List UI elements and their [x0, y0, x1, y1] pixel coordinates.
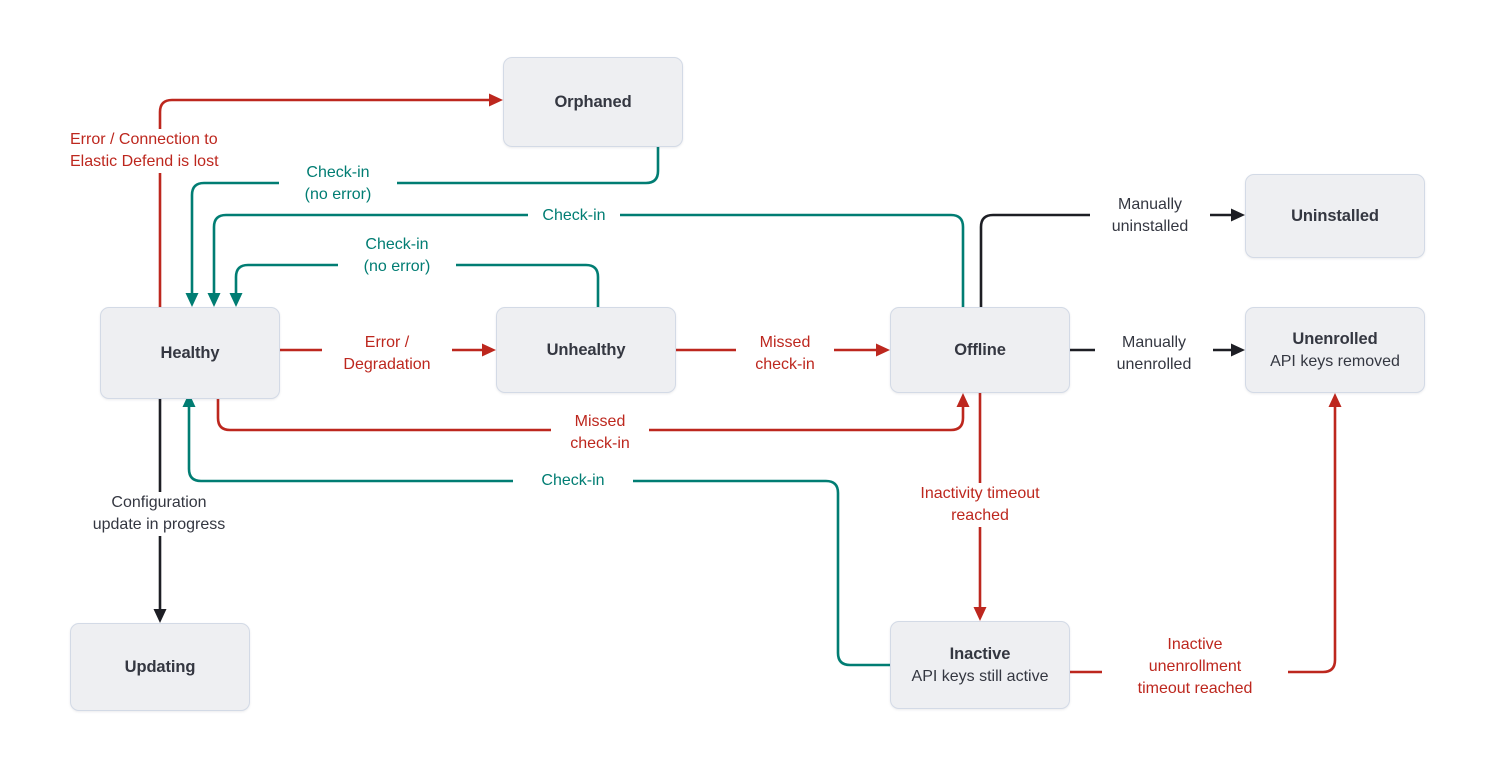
edge-label-line1: Error / Connection to: [70, 131, 218, 148]
node-inactive[interactable]: Inactive API keys still active: [890, 621, 1070, 709]
node-updating-title: Updating: [124, 657, 196, 676]
node-healthy-title: Healthy: [160, 343, 220, 362]
node-orphaned-title: Orphaned: [554, 92, 632, 111]
node-orphaned[interactable]: Orphaned: [503, 57, 683, 147]
edge-label-line2: Elastic Defend is lost: [70, 153, 219, 171]
edge-label-checkin-no-error-top: Check-in (no error): [279, 162, 397, 207]
node-healthy[interactable]: Healthy: [100, 307, 280, 399]
node-inactive-title: Inactive: [949, 644, 1011, 663]
node-inactive-subtitle: API keys still active: [911, 667, 1049, 685]
node-updating[interactable]: Updating: [70, 623, 250, 711]
node-uninstalled-title: Uninstalled: [1291, 206, 1379, 225]
edge-orphaned-to-healthy: [185, 145, 660, 307]
node-unenrolled[interactable]: Unenrolled API keys removed: [1245, 307, 1425, 393]
node-unhealthy-title: Unhealthy: [546, 340, 626, 359]
node-offline[interactable]: Offline: [890, 307, 1070, 393]
edge-label-checkin-no-error-mid: Check-in (no error): [338, 234, 456, 279]
edge-inactive-to-healthy: [182, 393, 892, 667]
edge-label-manually-uninstalled: Manually uninstalled: [1090, 194, 1210, 239]
edge-label-missed-checkin-healthy: Missed check-in: [551, 411, 649, 456]
edge-label-checkin-inactive: Check-in: [513, 470, 633, 493]
edge-label-inactivity-timeout: Inactivity timeout reached: [893, 483, 1067, 528]
edge-inactive-to-unenrolled: [1068, 393, 1342, 674]
edge-offline-to-healthy: [207, 213, 965, 309]
edge-label-error-degradation: Error / Degradation: [322, 332, 452, 377]
node-offline-title: Offline: [954, 340, 1006, 359]
edge-healthy-to-orphaned: [158, 93, 503, 309]
edge-label-inactive-unenrollment: Inactive unenrollment timeout reached: [1102, 634, 1288, 701]
edge-offline-to-uninstalled: [979, 208, 1245, 309]
edge-label-checkin-offline: Check-in: [528, 205, 620, 228]
node-unenrolled-title: Unenrolled: [1292, 329, 1378, 348]
edge-label-configuration-update: Configuration update in progress: [64, 492, 254, 537]
edge-label-error-connection-lost: Error / Connection to Elastic Defend is l…: [64, 129, 264, 174]
edge-label-manually-unenrolled: Manually unenrolled: [1095, 332, 1213, 377]
node-uninstalled[interactable]: Uninstalled: [1245, 174, 1425, 258]
node-unenrolled-subtitle: API keys removed: [1270, 352, 1400, 370]
edge-label-missed-checkin-unhealthy: Missed check-in: [736, 332, 834, 377]
node-unhealthy[interactable]: Unhealthy: [496, 307, 676, 393]
